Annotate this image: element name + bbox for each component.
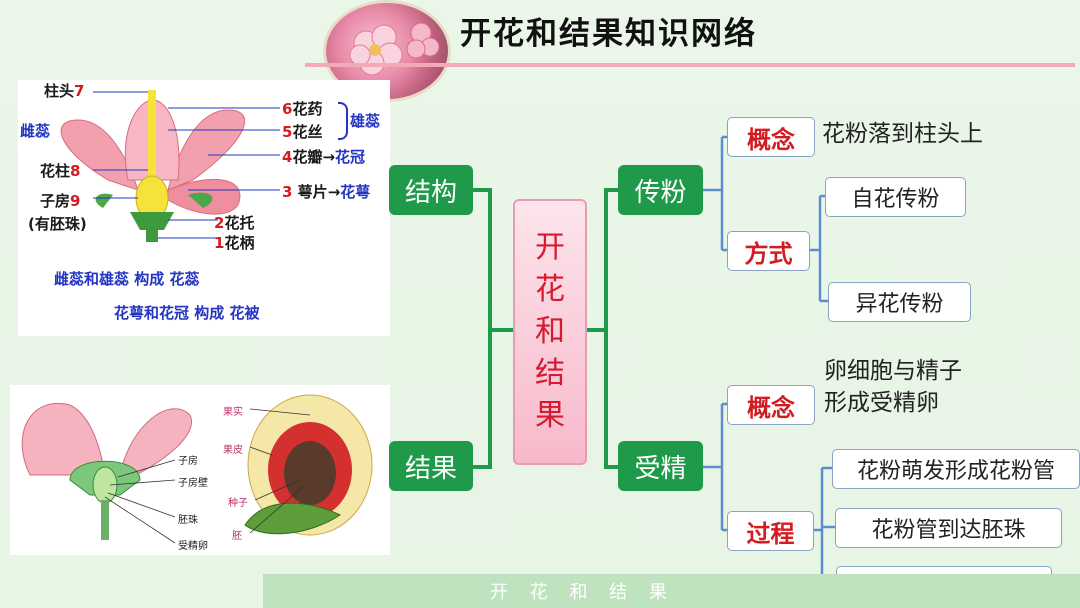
label-receptacle: 2花托 bbox=[214, 214, 255, 232]
cross-pollination-box: 异花传粉 bbox=[828, 282, 971, 322]
label-pericarp: 果皮 bbox=[223, 445, 243, 456]
pollination-method-label: 方式 bbox=[727, 231, 810, 271]
label-embryo: 胚 bbox=[232, 531, 242, 542]
self-pollination-box: 自花传粉 bbox=[825, 177, 966, 217]
fruit-development-panel: 子房 子房壁 胚珠 受精卵 果实 果皮 种子 胚 bbox=[10, 385, 390, 555]
center-char-5: 果 bbox=[535, 398, 565, 433]
stamen-bracket bbox=[338, 102, 348, 140]
center-char-4: 结 bbox=[535, 356, 565, 391]
node-fruit: 结果 bbox=[389, 441, 473, 491]
label-fruit-ovary: 子房 bbox=[178, 456, 198, 467]
label-fertilized-egg: 受精卵 bbox=[178, 541, 208, 552]
fertilization-concept-text-1: 卵细胞与精子 bbox=[824, 358, 962, 384]
label-stamen: 雄蕊 bbox=[350, 112, 381, 130]
label-petal: 4花瓣→花冠 bbox=[282, 148, 366, 166]
note-floral-organs: 雌蕊和雄蕊 构成 花蕊 bbox=[54, 270, 200, 288]
label-stigma: 柱头7 bbox=[44, 82, 85, 100]
process-step-1: 花粉萌发形成花粉管 bbox=[832, 449, 1080, 489]
label-ovule-note: (有胚珠) bbox=[28, 215, 87, 233]
footer-bar bbox=[263, 574, 1080, 608]
footer-text: 开 花 和 结 果 bbox=[490, 582, 675, 603]
node-center: 开 花 和 结 果 bbox=[513, 199, 587, 465]
label-seed: 种子 bbox=[228, 498, 248, 509]
process-step-2: 花粉管到达胚珠 bbox=[835, 508, 1062, 548]
title-underline bbox=[305, 63, 1075, 67]
center-char-2: 花 bbox=[535, 272, 565, 307]
label-anther: 6花药 bbox=[282, 100, 323, 118]
label-style: 花柱8 bbox=[40, 162, 81, 180]
node-fertilization: 受精 bbox=[618, 441, 703, 491]
flower-structure-panel: 柱头7 雌蕊 花柱8 子房9 (有胚珠) 6花药 5花丝 雄蕊 4花瓣→花冠 3… bbox=[18, 80, 390, 336]
label-sepal: 3 萼片→花萼 bbox=[282, 183, 371, 201]
fertilization-concept-label: 概念 bbox=[727, 385, 815, 425]
fertilization-process-label: 过程 bbox=[727, 511, 814, 551]
page-title: 开花和结果知识网络 bbox=[460, 16, 757, 52]
flower-structure-illustration bbox=[60, 90, 280, 242]
center-char-1: 开 bbox=[535, 230, 565, 265]
fertilization-concept-text-2: 形成受精卵 bbox=[824, 390, 939, 416]
label-ovary-wall: 子房壁 bbox=[178, 478, 208, 489]
label-ovary: 子房9 bbox=[40, 192, 81, 210]
pollination-concept-text: 花粉落到柱头上 bbox=[822, 121, 983, 147]
fruit-development-illustration bbox=[21, 394, 373, 544]
label-fruit: 果实 bbox=[223, 407, 243, 418]
label-filament: 5花丝 bbox=[282, 123, 323, 141]
node-pollination: 传粉 bbox=[618, 165, 703, 215]
center-char-3: 和 bbox=[535, 314, 565, 349]
note-perianth: 花萼和花冠 构成 花被 bbox=[114, 304, 260, 322]
label-pedicel: 1花柄 bbox=[214, 234, 255, 252]
label-fruit-ovule: 胚珠 bbox=[178, 515, 198, 526]
pollination-concept-label: 概念 bbox=[727, 117, 815, 157]
node-structure: 结构 bbox=[389, 165, 473, 215]
